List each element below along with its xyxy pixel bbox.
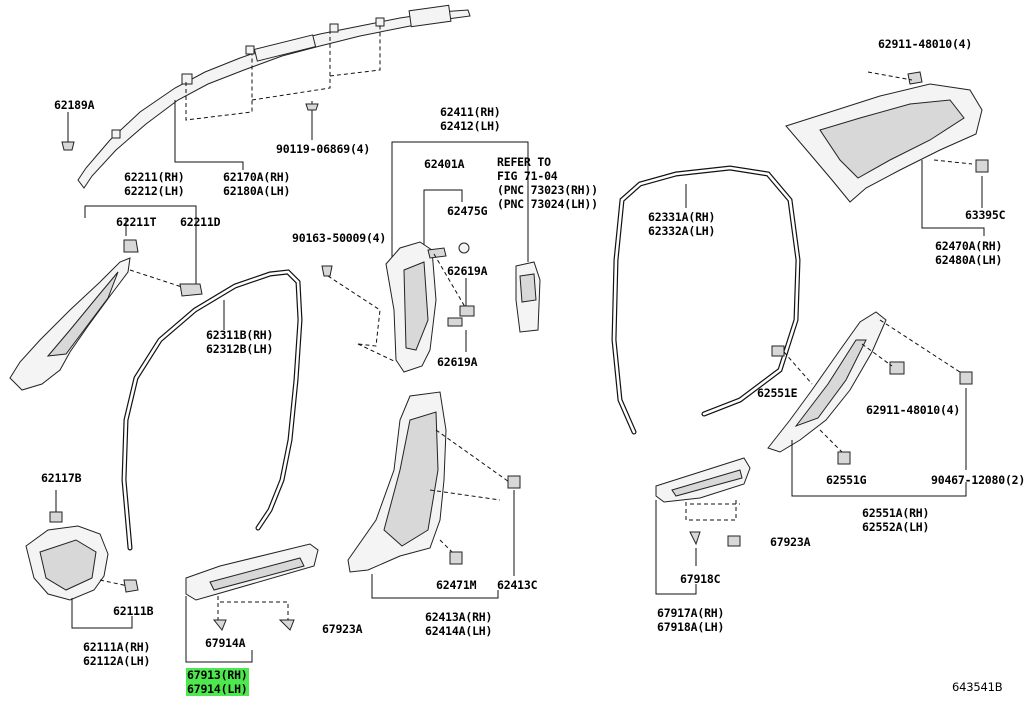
label-67913: 67913(RH) — [186, 668, 249, 682]
label-62411: 62411(RH) — [440, 105, 501, 119]
label-62470a: 62470A(RH) — [935, 239, 1003, 253]
label-90163-50009: 90163-50009(4) — [292, 231, 387, 245]
label-62189a: 62189A — [54, 98, 95, 112]
label-62911-48010-upper: 62911-48010(4) — [878, 37, 973, 51]
label-62401a: 62401A — [424, 157, 465, 171]
label-refer-pnc-rh: (PNC 73023(RH)) — [497, 183, 598, 197]
label-67917a: 67917A(RH) — [657, 606, 725, 620]
label-62212: 62212(LH) — [124, 184, 185, 198]
label-62211t: 62211T — [116, 215, 157, 229]
label-62180a: 62180A(LH) — [223, 184, 291, 198]
label-62619a-lower: 62619A — [437, 355, 478, 369]
label-62112a: 62112A(LH) — [83, 654, 151, 668]
label-62170a: 62170A(RH) — [223, 170, 291, 184]
label-62414a: 62414A(LH) — [425, 624, 493, 638]
label-62552a: 62552A(LH) — [862, 520, 930, 534]
label-62619a-upper: 62619A — [447, 264, 488, 278]
label-62211d: 62211D — [180, 215, 221, 229]
label-62413c: 62413C — [497, 578, 538, 592]
label-62312b: 62312B(LH) — [206, 342, 274, 356]
label-67918c: 67918C — [680, 572, 721, 586]
label-62480a: 62480A(LH) — [935, 253, 1003, 267]
label-62117b: 62117B — [41, 471, 82, 485]
label-90119-06869: 90119-06869(4) — [276, 142, 371, 156]
diagram-id: 643541B — [952, 680, 1003, 694]
label-refer-to: REFER TO — [497, 155, 551, 169]
label-62211: 62211(RH) — [124, 170, 185, 184]
label-refer-pnc-lh: (PNC 73024(LH)) — [497, 197, 598, 211]
curtain-airbag-part — [77, 4, 471, 189]
label-67918a: 67918A(LH) — [657, 620, 725, 634]
label-refer-fig: FIG 71-04 — [497, 169, 558, 183]
label-62475g: 62475G — [447, 204, 488, 218]
label-62332a: 62332A(LH) — [648, 224, 716, 238]
label-62471m: 62471M — [436, 578, 477, 592]
label-63395c: 63395C — [965, 208, 1006, 222]
label-67923a-front: 67923A — [322, 622, 363, 636]
label-62111a: 62111A(RH) — [83, 640, 151, 654]
label-62911-48010-lower: 62911-48010(4) — [866, 403, 961, 417]
label-62311b: 62311B(RH) — [206, 328, 274, 342]
label-90467-12080: 90467-12080(2) — [931, 473, 1024, 487]
label-67914a: 67914A — [205, 636, 246, 650]
label-62413a: 62413A(RH) — [425, 610, 493, 624]
label-62551a: 62551A(RH) — [862, 506, 930, 520]
label-67923a-rear: 67923A — [770, 535, 811, 549]
highlight-67913: 67913(RH) — [186, 668, 249, 682]
label-62331a: 62331A(RH) — [648, 210, 716, 224]
label-62551e: 62551E — [757, 386, 798, 400]
label-67914: 67914(LH) — [186, 682, 249, 696]
label-62111b: 62111B — [113, 604, 154, 618]
label-62551g: 62551G — [826, 473, 867, 487]
highlight-67914: 67914(LH) — [186, 682, 249, 696]
label-62412: 62412(LH) — [440, 119, 501, 133]
